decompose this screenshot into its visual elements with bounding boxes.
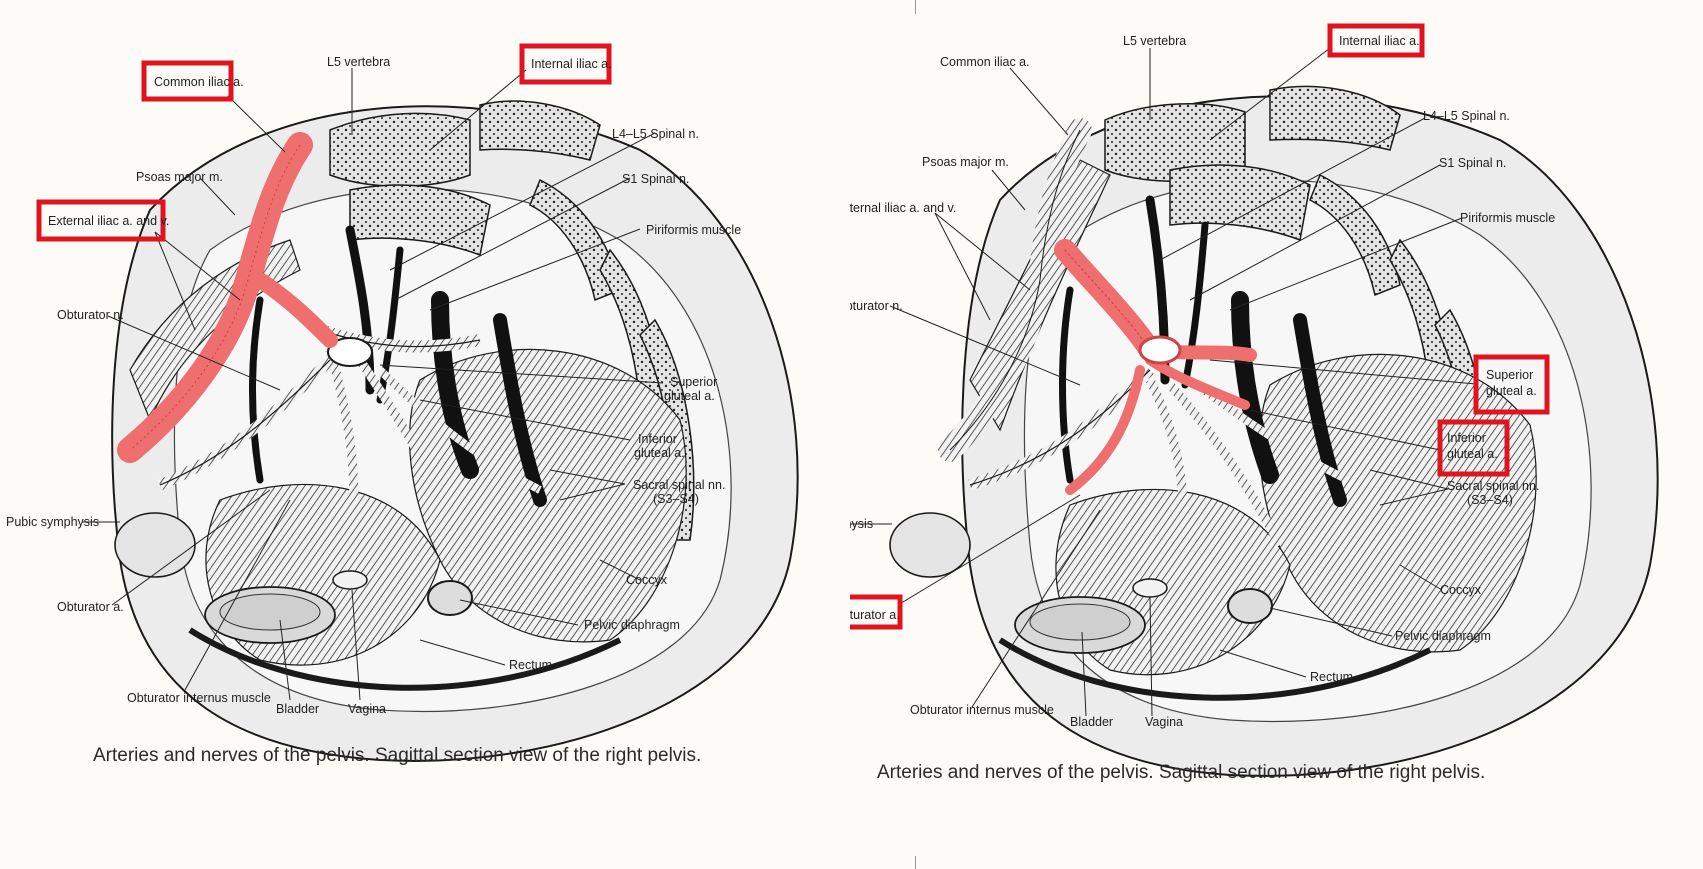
label-common-iliac: Common iliac a. (154, 75, 244, 89)
label-obturator-a: Obturator a. (57, 600, 124, 614)
label-internal-iliac: Internal iliac a. (531, 57, 612, 71)
label-inferior-gluteal-2: gluteal a. (634, 446, 685, 460)
pelvic-arteries (157, 324, 542, 561)
label-l5-vertebra: L5 vertebra (327, 55, 390, 69)
common-iliac-artery (938, 118, 1092, 462)
label-inferior-gluteal-2: gluteal a. (1447, 447, 1498, 461)
label-sacral-spinal-1: Sacral spinal nn. (1447, 479, 1539, 493)
label-inferior-gluteal-1: Inferior (1447, 431, 1486, 445)
label-vagina: Vagina (1145, 715, 1183, 729)
label-obturator-internus: Obturator internus muscle (127, 691, 271, 705)
highlighted-common-iliac-artery (117, 132, 338, 463)
figure-divider-top (915, 0, 916, 14)
label-external-iliac: External iliac a. and v. (48, 214, 169, 228)
highlight-box-superior-gluteal (1473, 354, 1550, 415)
label-psoas-major: Psoas major m. (136, 170, 223, 184)
label-l5-vertebra: L5 vertebra (1123, 34, 1186, 48)
highlight-boxes (850, 23, 1550, 630)
label-l4-l5-spinal: L4–L5 Spinal n. (1423, 109, 1510, 123)
label-rectum: Rectum (509, 658, 552, 672)
figure-divider-bottom (915, 856, 916, 869)
label-superior-gluteal-1: Superior (1486, 368, 1533, 382)
label-sacral-spinal-2: (S3–S4) (1467, 493, 1513, 507)
highlighted-internal-iliac-artery (1054, 239, 1257, 495)
label-sacral-spinal-1: Sacral spinal nn. (633, 478, 725, 492)
leader-lines (82, 68, 664, 701)
label-superior-gluteal-1: Superior (670, 375, 717, 389)
highlight-box-external-iliac (36, 199, 166, 242)
label-obturator-internus: Obturator internus muscle (910, 703, 1054, 717)
label-s1-spinal: S1 Spinal n. (622, 172, 689, 186)
pelvis-illustration-right: L5 vertebra Common iliac a. Internal ili… (850, 23, 1659, 777)
highlight-box-internal-iliac (1327, 23, 1425, 58)
label-rectum: Rectum (1310, 670, 1353, 684)
label-pelvic-diaphragm: Pelvic diaphragm (584, 618, 680, 632)
leader-lines (850, 47, 1477, 717)
figure-caption: Arteries and nerves of the pelvis. Sagit… (877, 762, 1486, 783)
label-obturator-a: Obturator a. (850, 608, 900, 622)
label-coccyx: Coccyx (1440, 583, 1482, 597)
label-common-iliac: Common iliac a. (940, 55, 1030, 69)
highlight-boxes (36, 43, 612, 242)
pelvic-organs (889, 512, 1432, 701)
label-s1-spinal: S1 Spinal n. (1439, 156, 1506, 170)
figure-right: L5 vertebra Common iliac a. Internal ili… (850, 0, 1703, 869)
label-obturator-n: Obturator n. (57, 308, 124, 322)
highlight-box-inferior-gluteal (1437, 419, 1510, 477)
label-piriformis: Piriformis muscle (1460, 211, 1555, 225)
pelvic-organs (114, 512, 622, 691)
label-coccyx: Coccyx (626, 573, 668, 587)
label-pelvic-diaphragm: Pelvic diaphragm (1395, 629, 1491, 643)
label-inferior-gluteal-1: Inferior (638, 432, 677, 446)
label-superior-gluteal-2: gluteal a. (664, 389, 715, 403)
label-external-iliac: External iliac a. and v. (850, 201, 956, 215)
label-obturator-n: Obturator n. (850, 299, 903, 313)
label-bladder: Bladder (1070, 715, 1113, 729)
figure-left: L5 vertebra Common iliac a. Internal ili… (0, 0, 850, 869)
label-l4-l5-spinal: L4–L5 Spinal n. (612, 127, 699, 141)
labels: L5 vertebra Common iliac a. Internal ili… (850, 34, 1555, 729)
highlight-box-common-iliac (141, 60, 234, 102)
label-psoas-major: Psoas major m. (922, 155, 1009, 169)
nerves (1059, 195, 1347, 507)
label-pubic-symphysis: Pubic symphysis (850, 517, 873, 531)
label-piriformis: Piriformis muscle (646, 223, 741, 237)
highlight-box-obturator-a (850, 594, 903, 630)
label-pubic-symphysis: Pubic symphysis (6, 515, 99, 529)
label-sacral-spinal-2: (S3–S4) (653, 492, 699, 506)
label-bladder: Bladder (276, 702, 319, 716)
label-internal-iliac: Internal iliac a. (1339, 34, 1420, 48)
highlight-box-internal-iliac (519, 43, 612, 85)
label-vagina: Vagina (348, 702, 386, 716)
labels: L5 vertebra Common iliac a. Internal ili… (6, 55, 741, 716)
label-superior-gluteal-2: gluteal a. (1486, 384, 1537, 398)
figure-caption: Arteries and nerves of the pelvis. Sagit… (93, 745, 702, 766)
pelvis-illustration-left: L5 vertebra Common iliac a. Internal ili… (6, 43, 799, 762)
